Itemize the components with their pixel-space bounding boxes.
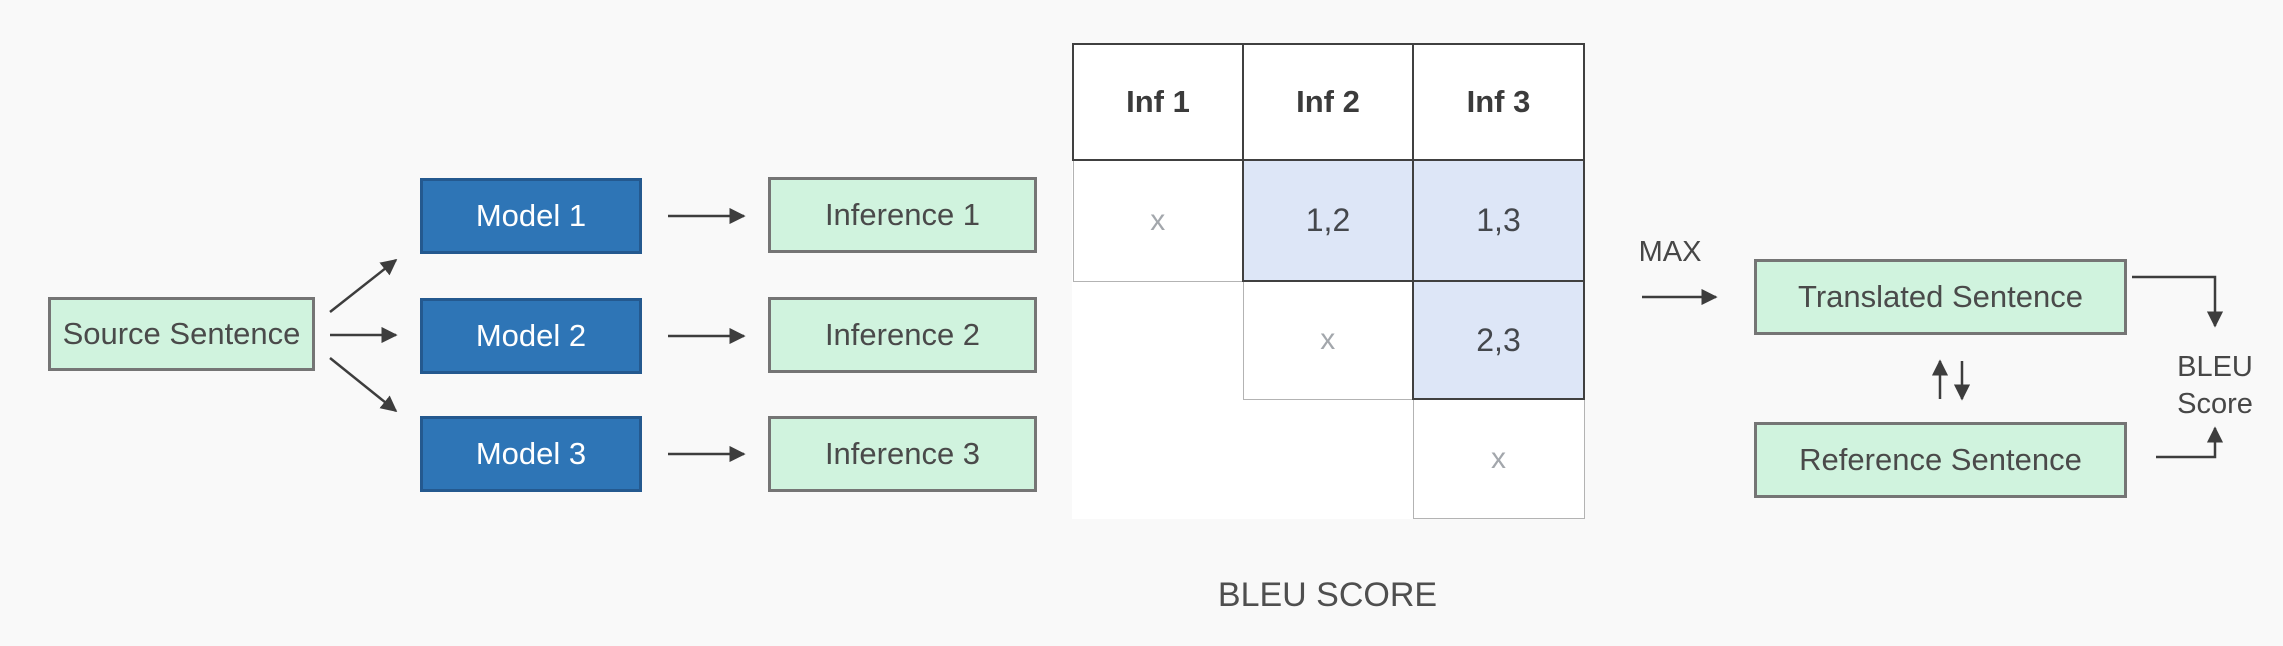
model-1-label: Model 1 [475,198,587,233]
matrix-header-inf-2: Inf 2 [1242,43,1414,161]
matrix-header-row: Inf 1 Inf 2 Inf 3 [1072,43,1585,161]
bleu-score-line1: BLEU [2177,351,2253,383]
matrix-cell-1-2: 1,2 [1242,159,1414,282]
reference-sentence-box: Reference Sentence [1754,422,2127,498]
matrix-cell-2-2: x [1242,280,1414,400]
matrix-caption: BLEU SCORE [1217,576,1438,614]
bleu-score-output-label: BLEU Score [2160,349,2270,423]
matrix-row-2: x 2,3 [1073,280,1585,400]
matrix-cell-3-3: x [1412,398,1585,519]
matrix-cell-3-1 [1073,399,1243,518]
inference-3-box: Inference 3 [768,416,1037,492]
model-2-label: Model 2 [475,318,587,353]
reference-sentence-label: Reference Sentence [1799,442,2082,477]
inference-1-label: Inference 1 [824,197,981,232]
inference-3-label: Inference 3 [824,436,981,471]
matrix-header-inf-1: Inf 1 [1072,43,1244,161]
max-label: MAX [1638,236,1702,268]
model-3-label: Model 3 [475,436,587,471]
inference-1-box: Inference 1 [768,177,1037,253]
bleu-score-matrix: Inf 1 Inf 2 Inf 3 x 1,2 1,3 x 2,3 x [1072,43,1585,519]
model-2-box: Model 2 [420,298,642,374]
arrow-source-to-model-1 [329,258,398,313]
matrix-row-1: x 1,2 1,3 [1072,159,1585,282]
source-sentence-label: Source Sentence [62,316,301,351]
translated-sentence-box: Translated Sentence [1754,259,2127,335]
arrow-source-to-model-3 [329,357,398,413]
model-1-box: Model 1 [420,178,642,254]
translated-sentence-label: Translated Sentence [1798,279,2083,314]
matrix-cell-1-1: x [1072,159,1244,282]
inference-2-box: Inference 2 [768,297,1037,373]
matrix-header-inf-3: Inf 3 [1412,43,1585,161]
model-3-box: Model 3 [420,416,642,492]
connector-reference-to-bleu [2156,426,2224,459]
bleu-score-line2: Score [2177,388,2253,420]
matrix-row-3: x [1073,398,1585,519]
matrix-cell-1-3: 1,3 [1412,159,1585,282]
source-sentence-box: Source Sentence [48,297,315,371]
matrix-cell-2-1 [1073,281,1243,399]
matrix-cell-3-2 [1243,399,1413,518]
matrix-cell-2-3: 2,3 [1412,280,1585,400]
connector-translated-to-bleu [2132,275,2224,328]
inference-2-label: Inference 2 [824,317,981,352]
